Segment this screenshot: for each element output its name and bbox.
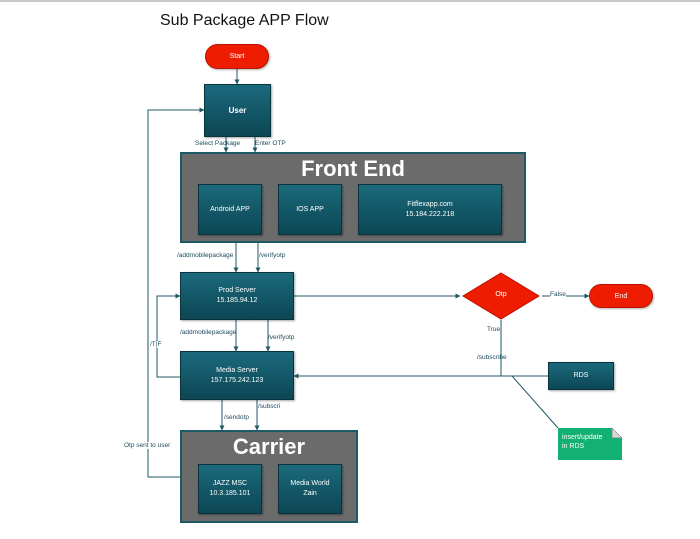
user-label: User — [228, 105, 247, 115]
label-addmobilepackage-2: /addmobilepackage — [180, 329, 237, 336]
prod-server-ip: 15.185.94.12 — [216, 297, 258, 304]
media-world-sub: Zain — [303, 490, 317, 497]
media-server-node: Media Server 157.175.242.123 — [180, 351, 294, 400]
otp-label: Otp — [495, 291, 507, 298]
label-tf: /T|F — [150, 341, 162, 348]
note-fold-icon — [612, 428, 622, 438]
carrier-group: Carrier JAZZ MSC 10.3.185.101 Media Worl… — [180, 430, 358, 523]
label-true: True — [487, 326, 501, 333]
edge-note-link — [511, 375, 559, 429]
media-server-name: Media Server — [216, 366, 258, 374]
label-subscribe: /subscribe — [477, 354, 507, 361]
note-line-1: insert/update — [562, 434, 603, 441]
edge-otp-media-subscribe — [293, 320, 502, 379]
end-node: End — [589, 284, 653, 308]
label-verifyotp-2: /verifyotp — [268, 334, 295, 341]
jazz-msc-ip: 10.3.185.101 — [209, 490, 251, 497]
android-app-label: Android APP — [210, 205, 250, 213]
start-node: Start — [205, 44, 269, 69]
jazz-msc-node: JAZZ MSC 10.3.185.101 — [198, 464, 262, 514]
edge-media-prod-tf — [156, 293, 181, 378]
front-end-group: Front End Android APP IOS APP Fitflexapp… — [180, 152, 526, 243]
ios-app-label: IOS APP — [296, 205, 324, 213]
otp-decision-node: Otp — [462, 272, 540, 320]
label-addmobilepackage-1: /addmobilepackage — [177, 252, 234, 259]
media-world-node: Media World Zain — [278, 464, 342, 514]
rds-label: RDS — [573, 372, 589, 379]
edge-carrier-user-otpsent — [147, 107, 205, 478]
ios-app-node: IOS APP — [278, 184, 342, 235]
media-server-ip: 157.175.242.123 — [210, 376, 264, 384]
web-app-ip: 15.184.222.218 — [405, 210, 455, 218]
label-enter-otp: Enter OTP — [255, 140, 286, 147]
label-false: False — [550, 291, 566, 298]
label-otp-sent: Otp sent to user — [124, 442, 171, 449]
prod-server-node: Prod Server 15.185.94.12 — [180, 272, 294, 320]
prod-server-name: Prod Server — [218, 287, 256, 294]
web-app-node: Fitflexapp.com 15.184.222.218 — [358, 184, 502, 235]
rds-node: RDS — [548, 362, 614, 390]
rds-note: insert/update in RDS — [558, 428, 622, 460]
end-label: End — [614, 292, 628, 300]
user-node: User — [204, 84, 271, 137]
label-verifyotp-1: /verifyotp — [259, 252, 286, 259]
start-label: Start — [229, 53, 245, 60]
label-sendotp: /sendotp — [224, 414, 249, 421]
front-end-title: Front End — [301, 156, 405, 181]
jazz-msc-name: JAZZ MSC — [212, 480, 248, 487]
web-app-name: Fitflexapp.com — [407, 200, 453, 208]
diagram-title: Sub Package APP Flow — [160, 12, 329, 29]
label-select-package: Select Package — [195, 140, 241, 147]
note-line-2: in RDS — [562, 443, 585, 450]
otp-diamond-shape — [462, 272, 540, 320]
top-divider — [0, 0, 700, 2]
carrier-title: Carrier — [232, 434, 306, 459]
media-world-name: Media World — [290, 480, 330, 487]
label-subscri: /subscri — [258, 403, 281, 410]
android-app-node: Android APP — [198, 184, 262, 235]
